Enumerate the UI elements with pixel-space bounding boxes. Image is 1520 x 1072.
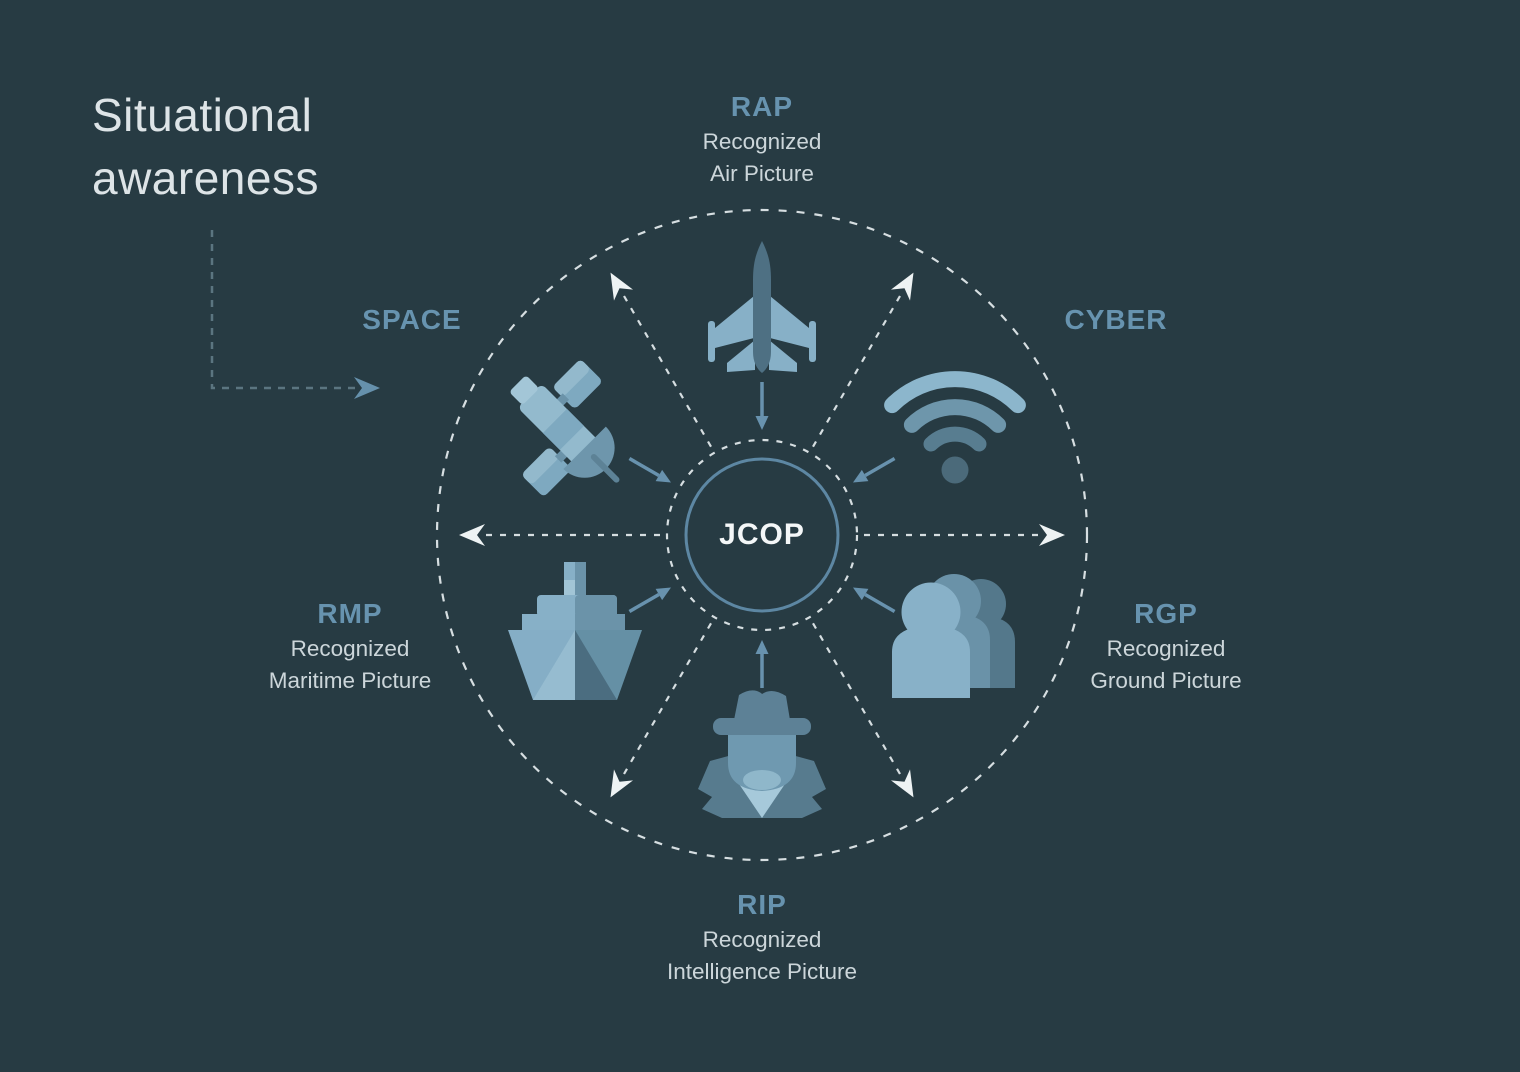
- connector-arrow-icon: [354, 377, 380, 399]
- rap-label-group: RAP Recognized Air Picture: [703, 88, 822, 190]
- rmp-inward-arrow-icon: [628, 587, 671, 614]
- space-inward-arrow-icon: [628, 456, 671, 483]
- cyber-acronym: CYBER: [1064, 304, 1168, 335]
- arrow-down-right-icon: [890, 769, 914, 798]
- rgp-inward-arrow-icon: [853, 587, 896, 614]
- rap-inward-arrow-icon: [755, 382, 769, 430]
- rip-acronym: RIP: [737, 889, 787, 920]
- cyber-inward-arrow-icon: [853, 456, 896, 483]
- rip-label-group: RIP Recognized Intelligence Picture: [667, 886, 857, 988]
- rmp-desc-line1: Recognized: [290, 636, 410, 661]
- space-label-group: SPACE: [362, 301, 461, 339]
- outer-dashed-circle: [435, 208, 1089, 862]
- rip-inward-arrow-icon: [755, 640, 769, 688]
- rmp-desc-line2: Maritime Picture: [268, 668, 432, 693]
- inward-arrows: [628, 382, 896, 688]
- space-acronym: SPACE: [362, 304, 462, 335]
- satellite-icon: [510, 360, 620, 496]
- rip-desc-line1: Recognized: [702, 927, 822, 952]
- spy-icon: [698, 690, 826, 818]
- jcop-center-label: JCOP: [719, 518, 805, 551]
- rmp-acronym: RMP: [317, 598, 383, 629]
- jcop-ring: [684, 457, 840, 613]
- fighter-jet-icon: [708, 241, 816, 373]
- arrow-down-left-icon: [610, 769, 634, 798]
- rap-desc-line2: Air Picture: [710, 161, 814, 186]
- rgp-desc-line1: Recognized: [1106, 636, 1226, 661]
- rap-desc-line1: Recognized: [702, 129, 822, 154]
- arrow-up-left-icon: [610, 272, 634, 301]
- title-line-1: Situational: [92, 89, 313, 141]
- rgp-acronym: RGP: [1134, 598, 1198, 629]
- inner-dashed-circle: [665, 438, 859, 632]
- rgp-desc-line2: Ground Picture: [1090, 668, 1242, 693]
- rgp-label-group: RGP Recognized Ground Picture: [1090, 595, 1241, 697]
- arrow-right-icon: [1039, 524, 1065, 546]
- people-icon: [892, 574, 1015, 698]
- page-title: Situational awareness: [92, 84, 319, 210]
- outward-arrowheads: [459, 272, 1065, 798]
- rap-acronym: RAP: [730, 91, 794, 122]
- rip-desc-line2: Intelligence Picture: [666, 959, 858, 984]
- radial-spokes: [486, 295, 1038, 775]
- ship-icon: [508, 562, 642, 700]
- title-connector: [210, 230, 380, 399]
- rmp-label-group: RMP Recognized Maritime Picture: [269, 595, 432, 697]
- cyber-label-group: CYBER: [1064, 301, 1167, 339]
- arrow-left-icon: [459, 524, 485, 546]
- wifi-icon: [884, 371, 1026, 484]
- title-line-2: awareness: [92, 152, 319, 204]
- arrow-up-right-icon: [890, 272, 914, 301]
